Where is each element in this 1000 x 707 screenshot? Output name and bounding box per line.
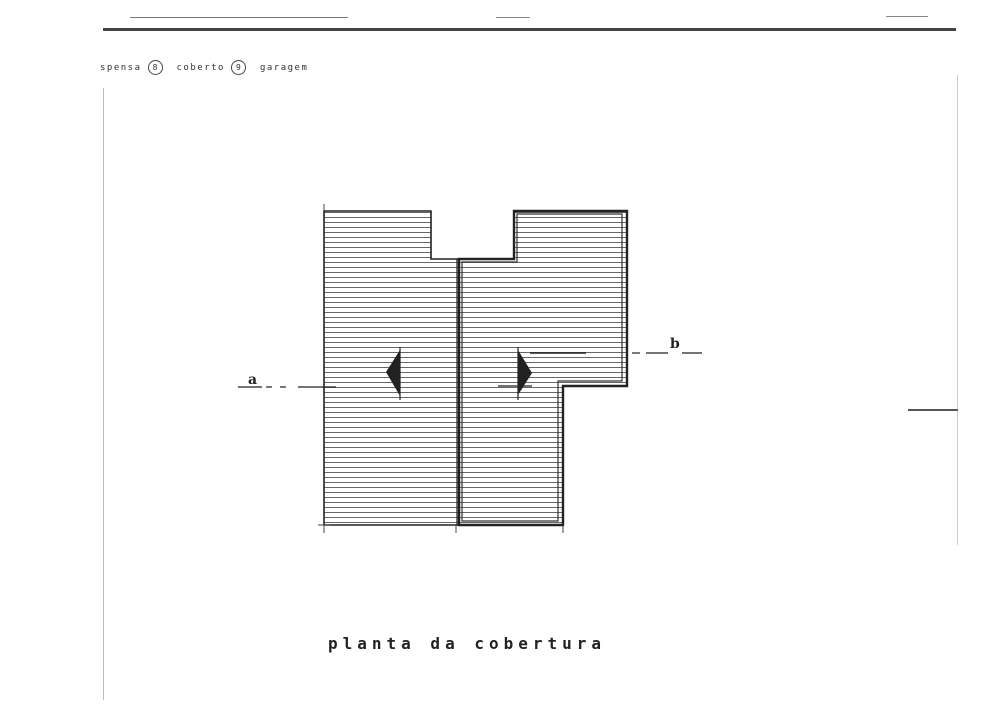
sheet-top-rule — [886, 16, 928, 17]
slope-arrow-right — [518, 350, 532, 395]
room-legend: spensa 8 coberto 9 garagem — [100, 60, 314, 75]
sheet-left-margin — [103, 88, 104, 700]
sheet-top-border — [103, 28, 956, 31]
roof-slope-right — [457, 209, 629, 527]
sheet-top-rule — [130, 17, 348, 18]
section-label-b: b — [670, 336, 680, 352]
drawing-title: planta da cobertura — [328, 634, 607, 653]
parapet-inner-line — [461, 213, 623, 522]
legend-number-9: 9 — [230, 60, 246, 75]
legend-label-garagem: garagem — [259, 62, 309, 73]
slope-arrow-left — [386, 350, 400, 396]
legend-number-8: 8 — [147, 60, 163, 75]
sheet-top-rule — [496, 17, 530, 18]
legend-label-spensa: spensa — [100, 62, 142, 73]
section-label-a: a — [248, 372, 258, 388]
legend-label-coberto: coberto — [176, 62, 225, 73]
sheet-edge-mark — [908, 409, 958, 411]
sheet-right-margin — [957, 75, 958, 545]
